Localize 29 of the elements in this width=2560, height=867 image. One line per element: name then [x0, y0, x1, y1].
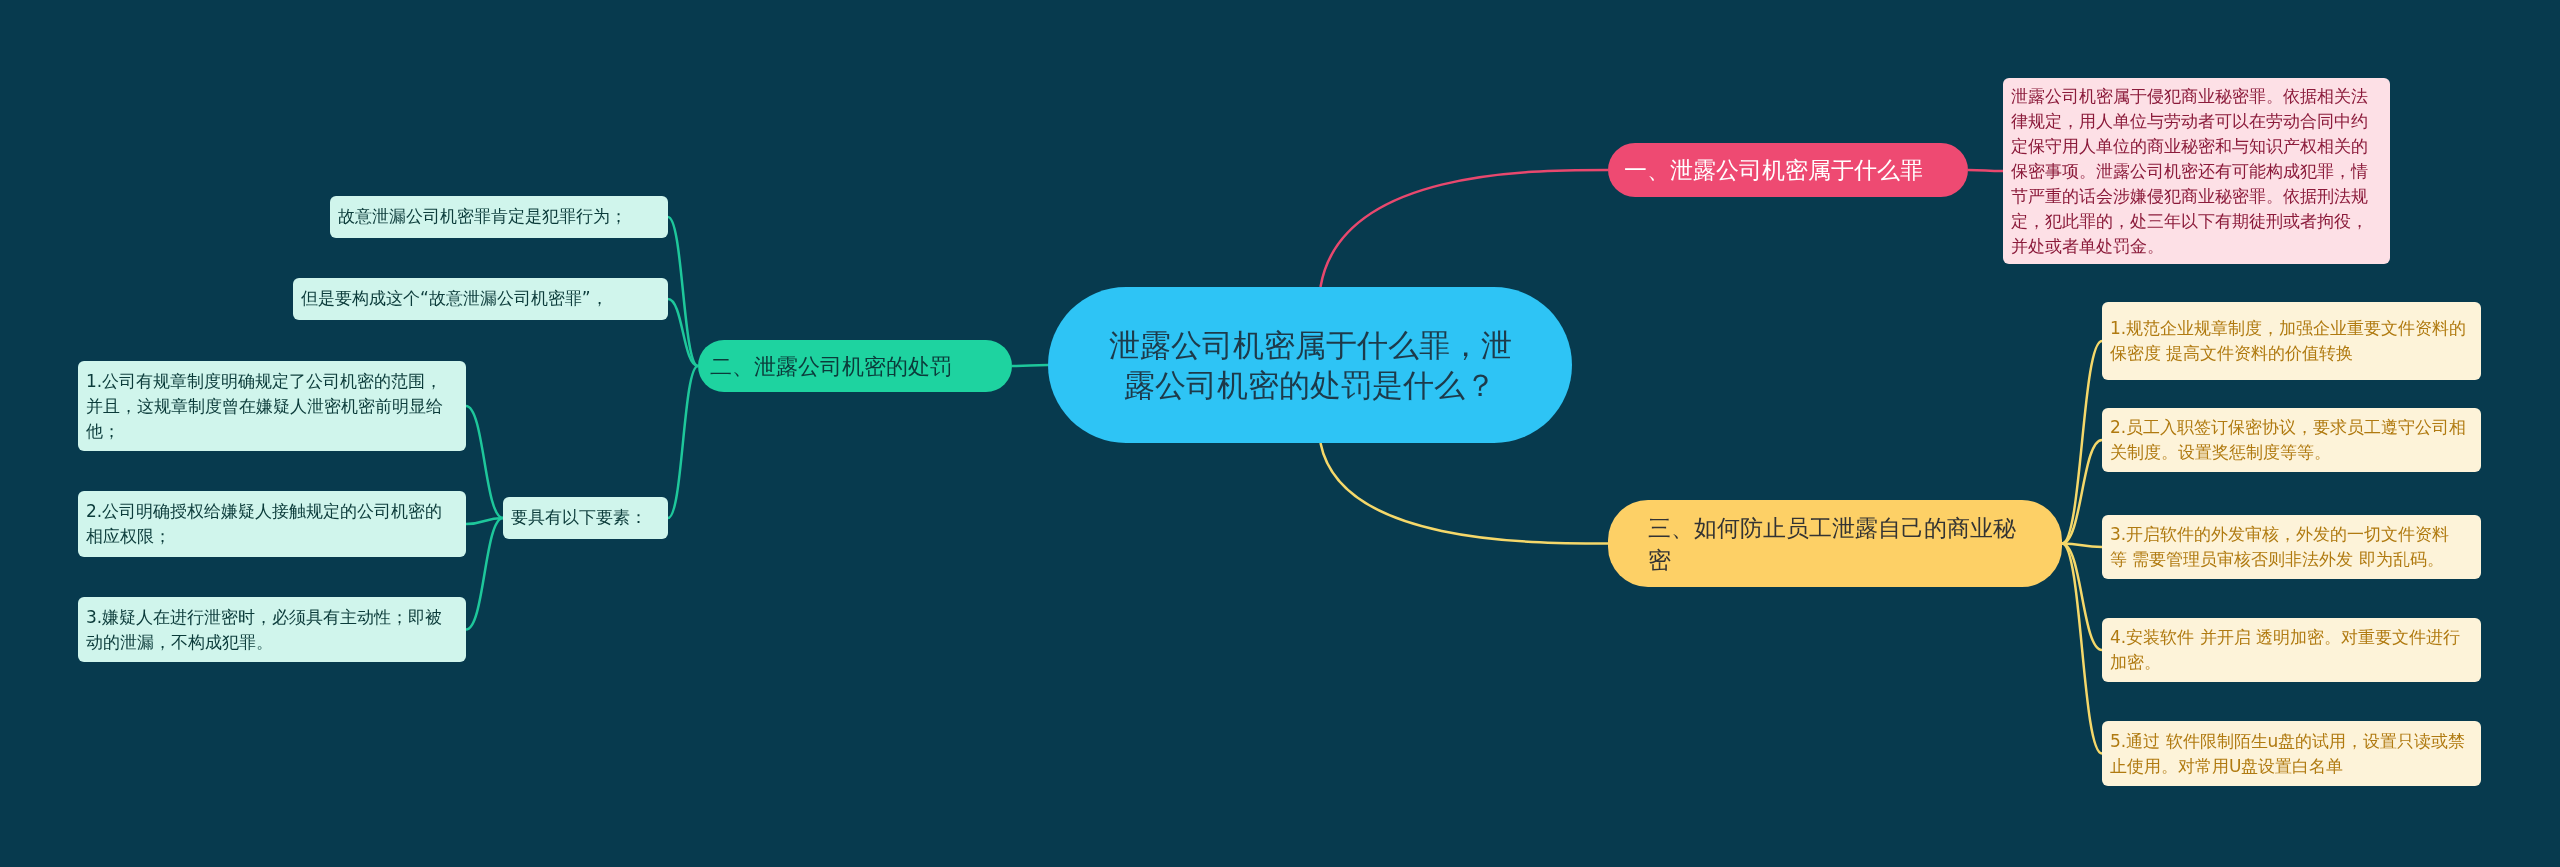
connector [2061, 438, 2103, 545]
connector [1968, 168, 2003, 173]
leaf-topic: 1.规范企业规章制度，加强企业重要文件资料的保密度 提高文件资料的价值转换 [2102, 302, 2481, 380]
connector [2061, 542, 2103, 652]
connector [667, 365, 699, 519]
connector [667, 297, 699, 368]
leaf-topic: 3.嫌疑人在进行泄密时，必须具有主动性；即被动的泄漏，不构成犯罪。 [78, 597, 466, 662]
connector [1319, 168, 1608, 288]
leaf-topic: 3.开启软件的外发审核，外发的一切文件资料等 需要管理员审核否则非法外发 即为乱码。 [2102, 515, 2481, 579]
leaf-topic: 1.公司有规章制度明确规定了公司机密的范围，并且，这规章制度曾在嫌疑人泄密机密前明显给他； [78, 361, 466, 451]
branch-topic: 二、泄露公司机密的处罚 [698, 340, 1012, 392]
connector [2062, 542, 2102, 549]
branch-topic: 一、泄露公司机密属于什么罪 [1608, 143, 1968, 197]
connector [2061, 542, 2103, 755]
leaf-topic: 要具有以下要素： [503, 497, 668, 539]
connector [1012, 363, 1048, 368]
leaf-topic: 2.员工入职签订保密协议，要求员工遵守公司相关制度。设置奖惩制度等等。 [2102, 408, 2481, 472]
detail-box: 泄露公司机密属于侵犯商业秘密罪。依据相关法律规定，用人单位与劳动者可以在劳动合同中约定保守用人单位的商业秘密和与知识产权相关的保密事项。泄露公司机密还有可能构成犯罪，情节严重的话会涉嫌侵犯商业秘密罪。依据刑法规定，犯此罪的，处三年以下有期徒刑或者拘役，并处或者单处罚金。 [2003, 78, 2390, 264]
connector [667, 216, 699, 367]
leaf-topic: 4.安装软件 并开启 透明加密。对重要文件进行加密。 [2102, 618, 2481, 682]
connector [1319, 442, 1608, 545]
connector [465, 404, 504, 520]
leaf-topic: 但是要构成这个“故意泄漏公司机密罪”， [293, 278, 668, 320]
connector [465, 516, 504, 631]
leaf-topic: 5.通过 软件限制陌生u盘的试用，设置只读或禁止使用。对常用U盘设置白名单 [2102, 721, 2481, 786]
leaf-topic: 2.公司明确授权给嫌疑人接触规定的公司机密的相应权限； [78, 491, 466, 557]
branch-topic: 三、如何防止员工泄露自己的商业秘密 [1608, 500, 2062, 587]
leaf-topic: 故意泄漏公司机密罪肯定是犯罪行为； [330, 196, 668, 238]
central-topic: 泄露公司机密属于什么罪，泄露公司机密的处罚是什么？ [1048, 287, 1572, 443]
